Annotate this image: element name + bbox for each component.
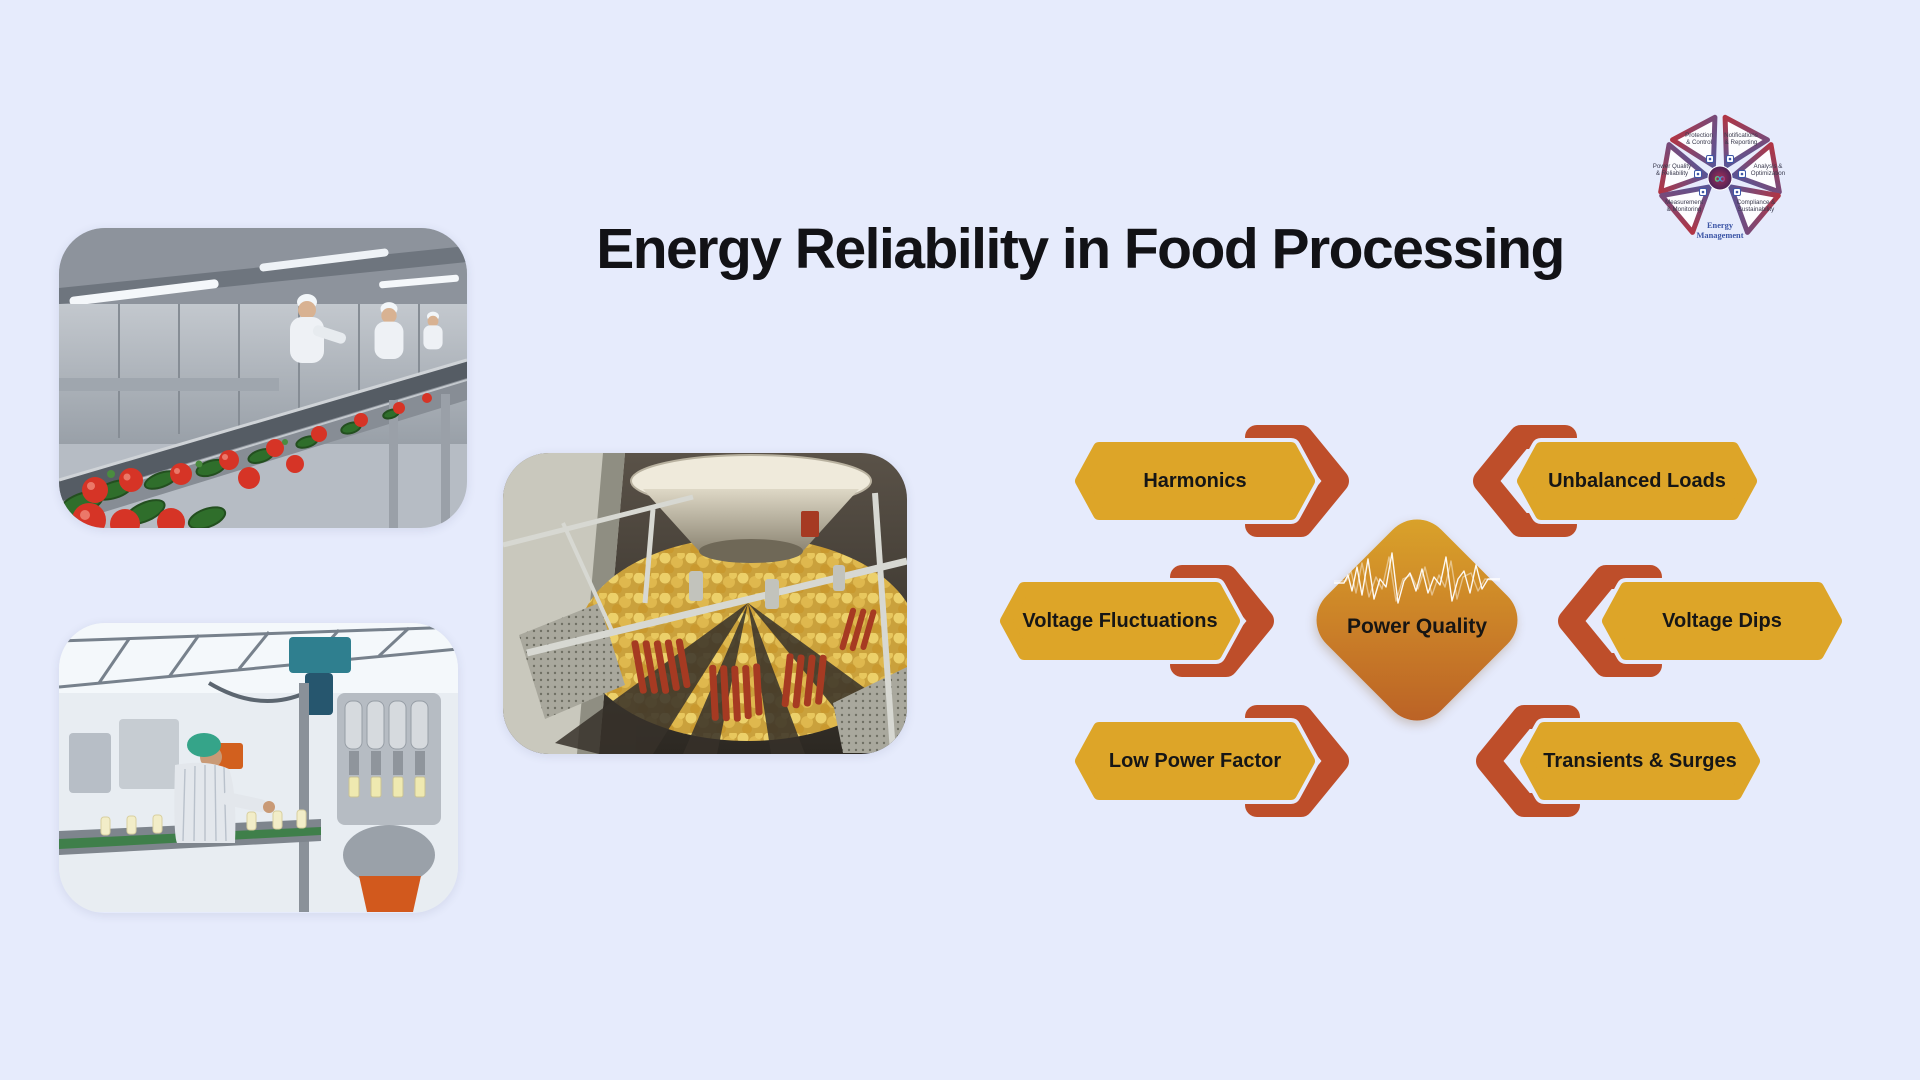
photo-vegetable-line [59, 228, 467, 528]
hexagon-shape [1598, 578, 1846, 664]
page-title: Energy Reliability in Food Processing [596, 217, 1565, 281]
svg-text:Compliance &Sustainability: Compliance &Sustainability [1737, 199, 1776, 213]
diagram-item-voltage-fluctuations: Voltage Fluctuations [996, 565, 1280, 677]
diagram-item-voltage-dips: Voltage Dips [1558, 565, 1846, 677]
worker-figure [174, 733, 275, 843]
infinity-icon: ∞ [1714, 171, 1725, 188]
petal-labels: Protection& Control Notifications& Repor… [1653, 132, 1786, 213]
energy-management-logo: Protection& Control Notifications& Repor… [1634, 108, 1806, 260]
red-combs [631, 511, 877, 722]
svg-text:Notifications& Reporting: Notifications& Reporting [1724, 132, 1758, 146]
hexagon-shape [996, 578, 1244, 664]
svg-text:Analysis &Optimization: Analysis &Optimization [1751, 163, 1786, 177]
hexagon-shape [1516, 718, 1764, 804]
filler-heads [344, 700, 429, 798]
power-quality-center: Power Quality [1312, 549, 1522, 689]
worker-figures [290, 294, 443, 363]
diagram-item-transients-surges: Transients & Surges [1476, 705, 1764, 817]
hexagon-shape [1071, 438, 1319, 524]
diamond-label: Power Quality [1346, 615, 1488, 638]
logo-petals [1658, 114, 1782, 235]
svg-text:Protection& Control: Protection& Control [1685, 132, 1713, 146]
chevron-right-icon [1245, 705, 1349, 817]
waveform-icon [1334, 552, 1501, 604]
hexagon-shape [1513, 438, 1761, 524]
roof-trusses [59, 625, 458, 689]
svg-text:Power Quality& Reliability: Power Quality& Reliability [1653, 163, 1692, 177]
snack-weigher-illustration [503, 453, 907, 754]
vegetable-line-illustration [59, 228, 467, 528]
svg-text:Measurement& Monitoring: Measurement& Monitoring [1665, 199, 1703, 213]
hexagon-shape [1071, 718, 1319, 804]
bottling-line-illustration [59, 623, 458, 912]
logo-center [1707, 165, 1733, 191]
chevron-left-icon [1476, 705, 1580, 817]
chevron-left-icon [1473, 425, 1577, 537]
diagram-item-harmonics: Harmonics [1071, 425, 1355, 537]
photo-bottling-line [59, 623, 458, 913]
photo-snack-weigher [503, 453, 907, 754]
diagram-item-unbalanced-loads: Unbalanced Loads [1473, 425, 1761, 537]
diagram-item-low-power-factor: Low Power Factor [1071, 705, 1355, 817]
chevron-left-icon [1558, 565, 1662, 677]
chevron-right-icon [1245, 425, 1349, 537]
chevron-right-icon [1170, 565, 1274, 677]
